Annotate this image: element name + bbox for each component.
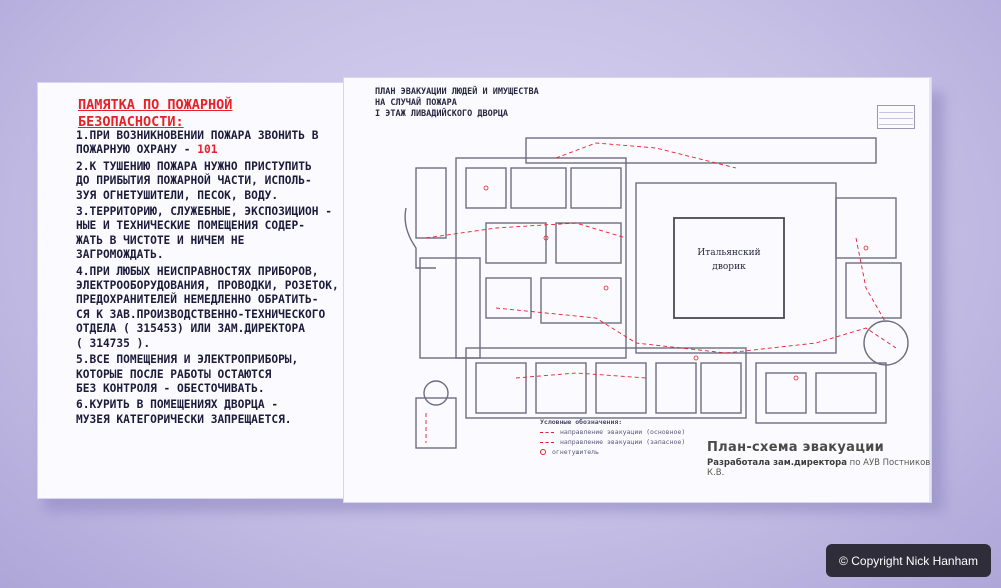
memo-item-2: 2.К ТУШЕНИЮ ПОЖАРА НУЖНО ПРИСТУПИТЬ ДО П… <box>76 159 312 202</box>
courtyard-label-2: дворик <box>712 262 746 272</box>
fire-phone-number: 101 <box>197 143 218 157</box>
memo-item-1: 1.ПРИ ВОЗНИКНОВЕНИИ ПОЖАРА ЗВОНИТЬ В ПОЖ… <box>76 129 344 158</box>
fire-safety-memo-panel: ПАМЯТКА ПО ПОЖАРНОЙ БЕЗОПАСНОСТИ: 1.ПРИ … <box>37 82 350 499</box>
legend-row-extinguisher: огнетушитель <box>540 447 685 457</box>
memo-item-6: 6.КУРИТЬ В ПОМЕЩЕНИЯХ ДВОРЦА - МУЗЕЯ КАТ… <box>76 398 292 426</box>
legend-row-main: направление эвакуации (основное) <box>540 427 685 437</box>
courtyard-label-1: Итальянский <box>697 248 760 258</box>
memo-item-5: 5.ВСЕ ПОМЕЩЕНИЯ И ЭЛЕКТРОПРИБОРЫ, КОТОРЫ… <box>76 353 299 395</box>
extinguisher-icon <box>540 449 546 455</box>
evacuation-plan-panel: ПЛАН ЭВАКУАЦИИ ЛЮДЕЙ И ИМУЩЕСТВА НА СЛУЧ… <box>343 77 932 503</box>
copyright-badge: © Copyright Nick Hanham <box>826 544 991 577</box>
scheme-author: Разработала зам.директора по АУВ Постник… <box>707 458 931 478</box>
main-route-swatch-icon <box>540 431 554 433</box>
legend-title: Условные обозначения: <box>540 418 623 426</box>
legend-row-reserve: направление эвакуации (запасное) <box>540 437 685 447</box>
memo-list: 1.ПРИ ВОЗНИКНОВЕНИИ ПОЖАРА ЗВОНИТЬ В ПОЖ… <box>76 129 344 429</box>
reserve-route-swatch-icon <box>540 441 554 443</box>
scheme-title: План-схема эвакуации <box>707 440 885 455</box>
memo-item-4: 4.ПРИ ЛЮБЫХ НЕИСПРАВНОСТЯХ ПРИБОРОВ, ЭЛЕ… <box>76 264 339 350</box>
approval-stamp <box>877 105 915 129</box>
plan-header: ПЛАН ЭВАКУАЦИИ ЛЮДЕЙ И ИМУЩЕСТВА НА СЛУЧ… <box>375 87 539 119</box>
memo-item-3: 3.ТЕРРИТОРИЮ, СЛУЖЕБНЫЕ, ЭКСПОЗИЦИОН - Н… <box>76 205 332 262</box>
floor-plan-map: Итальянский дворик <box>404 137 909 449</box>
legend: Условные обозначения: направление эвакуа… <box>540 417 685 457</box>
memo-title: ПАМЯТКА ПО ПОЖАРНОЙ БЕЗОПАСНОСТИ: <box>78 97 233 130</box>
memo-item-text: 1.ПРИ ВОЗНИКНОВЕНИИ ПОЖАРА ЗВОНИТЬ В ПОЖ… <box>76 129 319 157</box>
